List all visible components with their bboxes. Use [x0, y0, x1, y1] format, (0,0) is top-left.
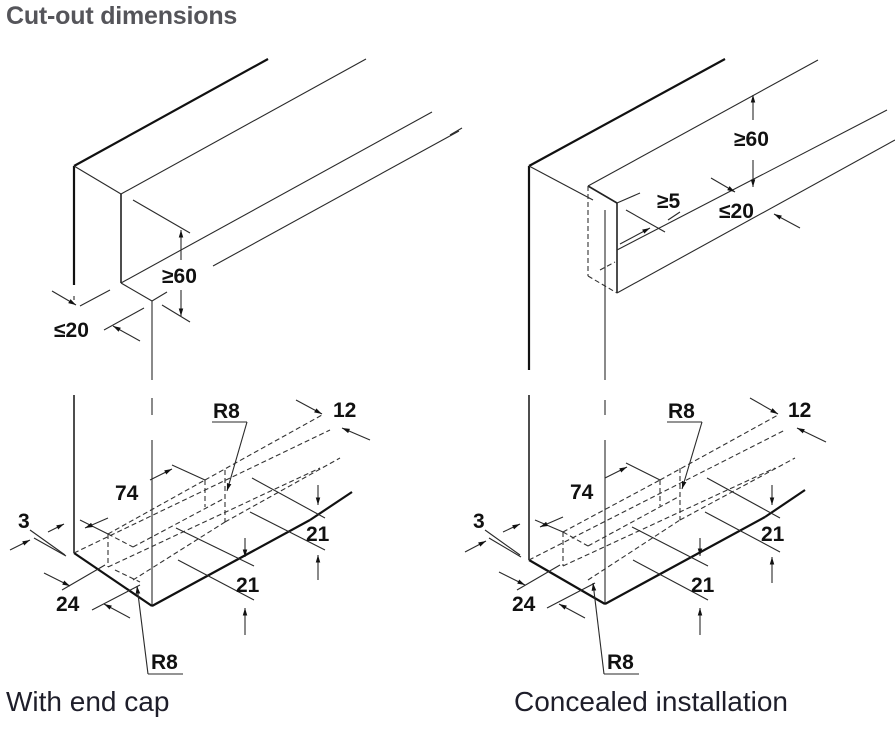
dim-depth-max: ≤20 — [719, 200, 754, 223]
page-title: Cut-out dimensions — [6, 2, 238, 30]
dim-gap-a: 21 — [306, 523, 330, 546]
dim-radius-bottom: R8 — [607, 651, 634, 674]
dim-depth-max: ≤20 — [54, 319, 89, 342]
dim-depth: 24 — [56, 593, 80, 616]
caption-concealed-installation: Concealed installation — [514, 686, 788, 717]
dim-length: 74 — [115, 482, 139, 505]
dim-slot-width: 12 — [788, 399, 811, 422]
dim-depth: 24 — [512, 593, 536, 616]
diagram-with-end-cap: ≥60 ≤20 74 3 — [9, 58, 460, 675]
dim-gap-b: 21 — [691, 574, 715, 597]
caption-with-end-cap: With end cap — [6, 686, 170, 717]
dim-inset-min: ≥5 — [657, 190, 681, 213]
dim-radius-top: R8 — [668, 400, 695, 423]
dim-length: 74 — [570, 481, 594, 504]
dim-height-min: ≥60 — [162, 265, 197, 288]
dim-gap-a: 21 — [761, 523, 785, 546]
dim-radius-top: R8 — [213, 400, 240, 423]
dim-offset: 3 — [473, 510, 485, 533]
dim-offset: 3 — [18, 510, 30, 533]
dim-gap-b: 21 — [236, 574, 260, 597]
dim-radius-bottom: R8 — [151, 651, 178, 674]
dim-height-min: ≥60 — [734, 128, 769, 151]
dim-slot-width: 12 — [333, 399, 356, 422]
diagram-concealed-installation: ≥5 ≥60 ≤20 74 — [449, 58, 895, 675]
